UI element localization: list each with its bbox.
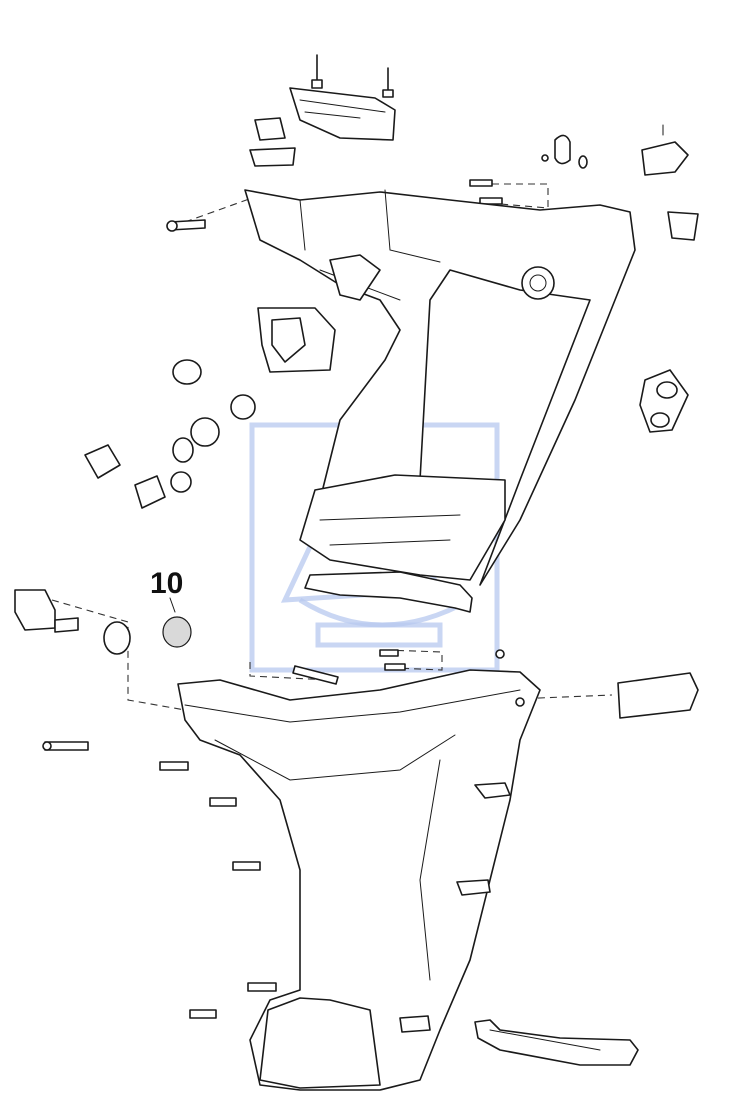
assembly-guide-lines <box>51 183 613 711</box>
inner-panel <box>257 307 336 373</box>
callout-label: 10 <box>150 567 183 600</box>
handle-cap <box>641 124 689 176</box>
lower-tray <box>299 474 506 613</box>
fuel-connector <box>14 589 131 655</box>
bushings <box>84 359 256 509</box>
small-clip <box>667 211 699 241</box>
screw <box>166 179 503 232</box>
lower-cowling <box>177 669 541 1091</box>
side-trim <box>474 672 699 1066</box>
latch-hook <box>541 134 588 169</box>
grommet <box>639 369 689 433</box>
callout-10: 10 <box>150 567 192 648</box>
top-bracket-assembly <box>249 54 396 167</box>
screw <box>42 741 277 1019</box>
screw <box>292 649 505 685</box>
